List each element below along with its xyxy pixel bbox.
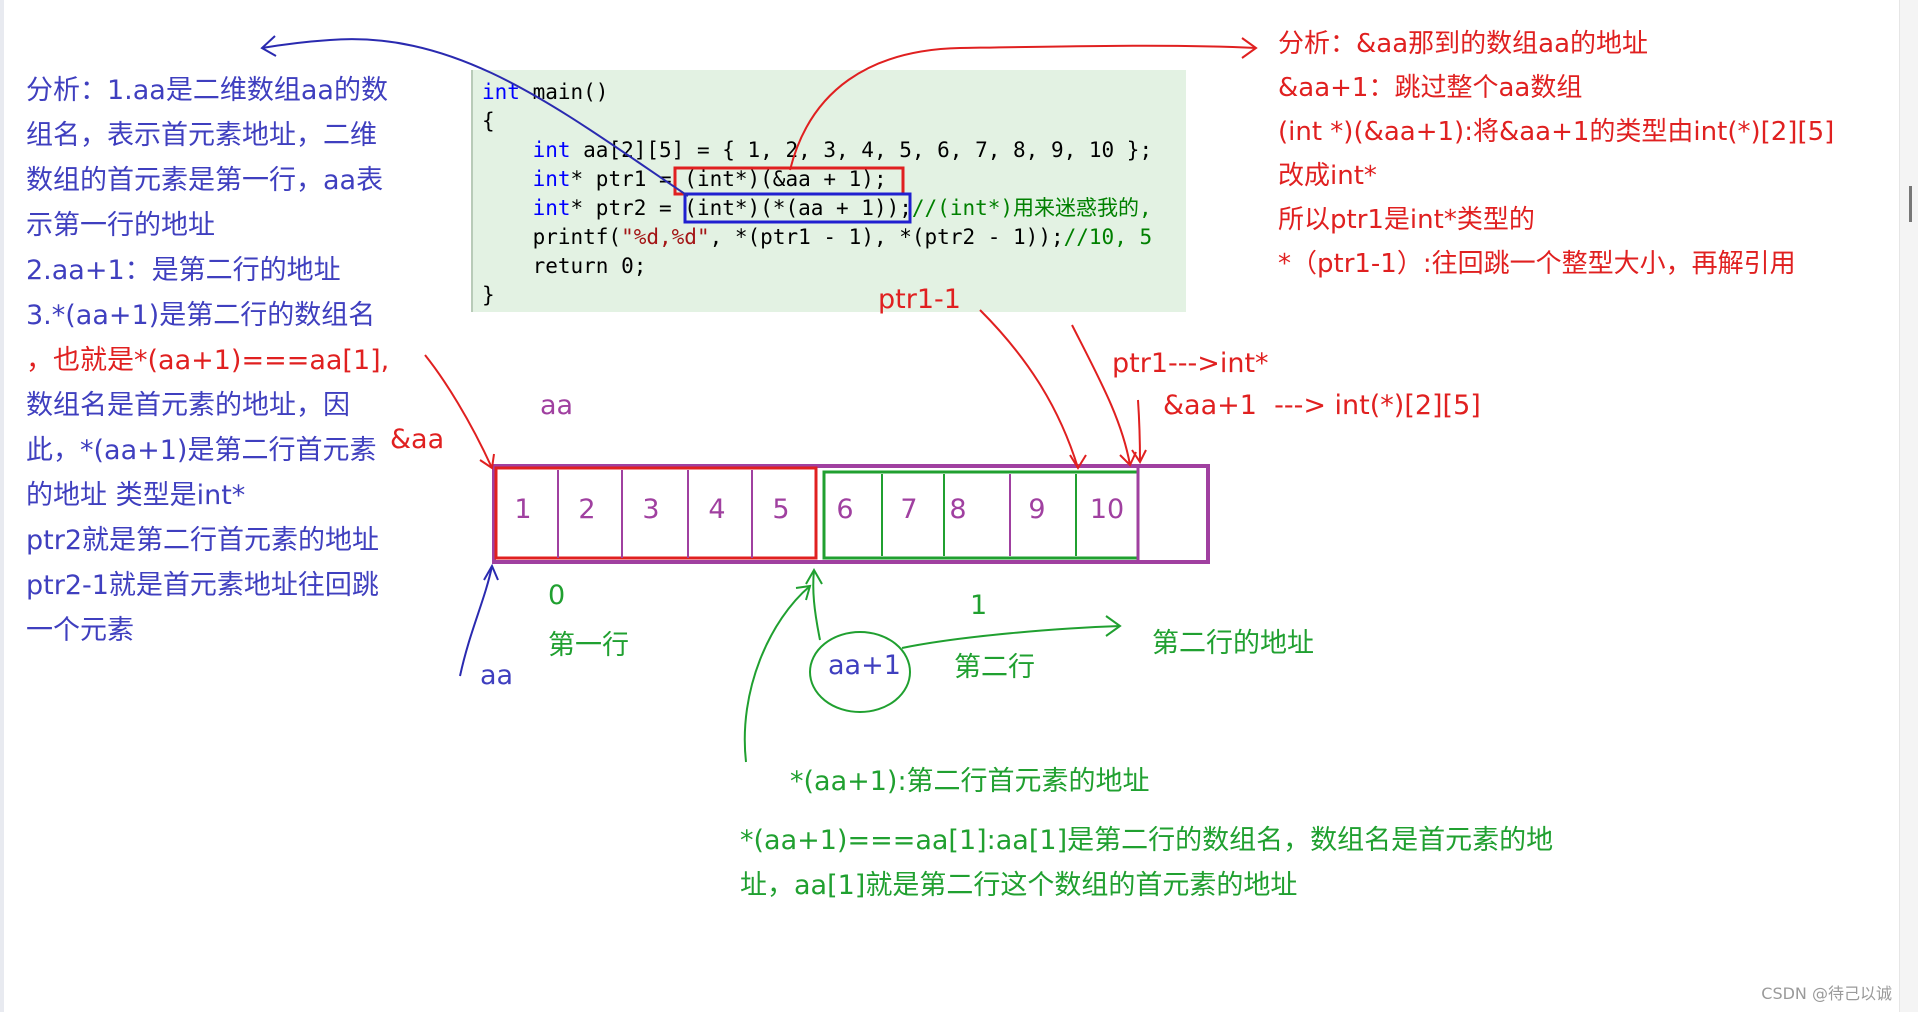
left-edge-strip [0,0,4,1012]
array-cell-value: 6 [836,494,854,525]
right-note-line: 改成int* [1278,161,1377,191]
green-note-line: 址，aa[1]就是第二行这个数组的首元素的地址 [740,870,1298,901]
right-note-line: &aa+1：跳过整个aa数组 [1278,73,1583,103]
code-comment: //10, 5 [1063,225,1153,249]
ptr2-expr-highlight [683,192,912,224]
green-explanation: *(aa+1)===aa[1]:aa[1]是第二行的数组名，数组名是首元素的地 … [740,818,1553,908]
left-note-line: 示第一行的地址 [26,210,215,241]
row1-address-arrow [901,625,1121,649]
right-note-line: (int *)(&aa+1):将&aa+1的类型由int(*)[2][5] [1278,117,1835,147]
aa-plus-1-label: aa+1 [828,650,901,681]
blue-arrow-curve [261,38,689,197]
code-text: * ptr2 = (int*)(*(aa + 1)); [570,196,912,220]
array-cell-value: 8 [949,494,967,525]
green-deref-arrow [743,585,811,763]
code-keyword: int [532,196,571,220]
ptr1-type-label: ptr1--->int* [1112,348,1269,379]
row1-name-label: 第二行 [954,652,1035,683]
row0-index-label: 0 [548,580,566,611]
array-cell-value: 7 [900,494,918,525]
aa-plus-1-arrowhead [805,567,823,585]
red-arrow-curve [789,44,1257,171]
blue-arrowhead [260,35,277,57]
code-text: aa[2][5] = { 1, 2, 3, 4, 5, 6, 7, 8, 9, … [570,138,1153,162]
aa-bottom-arrow [459,565,493,677]
code-text: } [482,283,495,307]
code-editor-panel [471,70,1186,312]
ptr1-minus-1-arrowhead [1069,454,1087,470]
code-text: return 0; [532,254,647,278]
array-cell-value: 4 [708,494,726,525]
aa-label-top: aa [540,390,574,421]
amp-aa-plus-1-type-label: &aa+1 ---> int(*)[2][5] [1163,390,1481,421]
ptr1-expr-highlight [673,166,905,196]
aa-bottom-arrowhead [483,563,499,581]
right-analysis-notes: 分析：&aa那到的数组aa的地址 &aa+1：跳过整个aa数组 (int *)(… [1278,22,1834,286]
array-outer-border [492,464,1210,564]
amp-aa-arrowhead [479,453,495,470]
row0-box [494,466,818,560]
array-cell-value: 10 [1089,494,1125,525]
row0-name-label: 第一行 [548,630,629,661]
left-note-line: 分析：1.aa是二维数组aa的数 [26,75,388,106]
deref-note: *(aa+1):第二行首元素的地址 [790,766,1150,797]
code-text: printf( [532,225,622,249]
scrollbar-thumb[interactable] [1909,186,1912,222]
row1-index-label: 1 [970,590,988,621]
code-text: main() [519,80,609,104]
array-cell-value: 1 [514,494,532,525]
ptr1-minus-1-label: ptr1-1 [878,284,961,315]
left-note-line: 此，*(aa+1)是第二行首元素 [26,435,377,466]
watermark: CSDN @待己以诚 [1761,984,1892,1003]
left-note-line: ptr2就是第二行首元素的地址 [26,525,380,556]
row1-address-label: 第二行的地址 [1152,628,1314,659]
left-note-line: ptr2-1就是首元素地址往回跳 [26,570,379,601]
amp-aa-arrow [424,354,493,469]
left-note-line: 数组的首元素是第一行，aa表 [26,165,384,196]
row1-address-arrowhead [1105,615,1122,637]
left-note-line: 数组名是首元素的地址，因 [26,390,350,421]
array-cell-value: 5 [772,494,790,525]
amp-aa-label: &aa [390,424,445,455]
array-cell-value: 2 [578,494,596,525]
amp-aa-plus-1-arrowhead [1131,449,1147,464]
ptr1-arrowhead [1119,451,1137,467]
red-arrowhead [1241,37,1258,59]
array-cell-value: 9 [1028,494,1046,525]
array-cell-value: 3 [642,494,660,525]
aa-plus-1-arrow [812,569,821,641]
code-keyword: int [532,167,571,191]
code-text: * ptr1 = (int*)(&aa + 1); [570,167,887,191]
code-comment: //(int*)用来迷惑我的, [911,196,1152,220]
code-text: { [482,109,495,133]
ptr1-arrow [1071,324,1131,466]
left-note-line: 3.*(aa+1)是第二行的数组名 [26,300,376,331]
code-string: "%d,%d" [621,225,710,249]
left-note-line: 的地址 类型是int* [26,480,246,511]
amp-aa-plus-1-arrow [1137,399,1141,463]
left-note-line: ，也就是*(aa+1)===aa[1], [26,345,390,376]
right-note-line: *（ptr1-1）:往回跳一个整型大小，再解引用 [1278,249,1796,279]
ptr1-minus-1-arrow [979,309,1079,469]
code-listing: int main() { int aa[2][5] = { 1, 2, 3, 4… [482,78,1152,310]
vertical-scrollbar[interactable] [1899,0,1918,1012]
aa-plus-1-circle [809,631,911,713]
left-note-line: 2.aa+1：是第二行的地址 [26,255,341,286]
green-note-line: *(aa+1)===aa[1]:aa[1]是第二行的数组名，数组名是首元素的地 [740,825,1554,856]
aa-label-bottom: aa [480,660,514,691]
green-deref-arrowhead [795,584,812,601]
left-note-line: 一个元素 [26,615,134,646]
code-keyword: int [532,138,571,162]
right-note-line: 所以ptr1是int*类型的 [1278,205,1535,235]
right-note-line: 分析：&aa那到的数组aa的地址 [1278,29,1649,59]
left-note-line: 组名，表示首元素地址，二维 [26,120,377,151]
left-analysis-notes: 分析：1.aa是二维数组aa的数 组名，表示首元素地址，二维 数组的首元素是第一… [26,68,389,653]
code-text: , *(ptr1 - 1), *(ptr2 - 1)); [709,225,1064,249]
